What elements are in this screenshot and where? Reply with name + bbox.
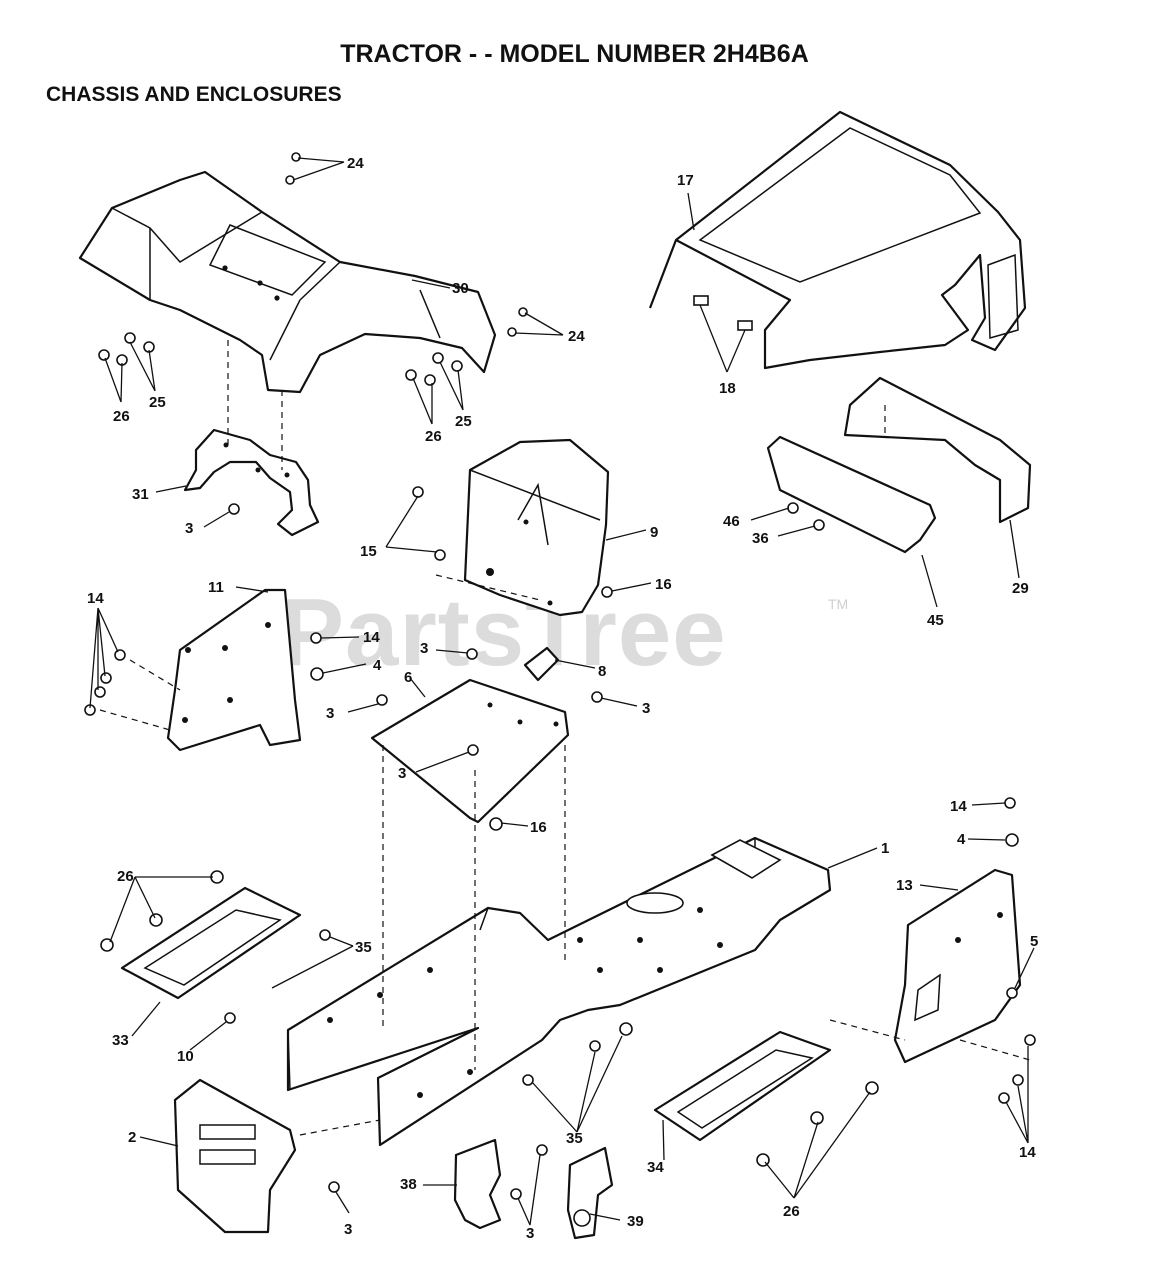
callout-1: 1 — [881, 840, 889, 857]
callout-3: 3 — [526, 1225, 534, 1242]
callout-38: 38 — [400, 1176, 417, 1193]
callout-31: 31 — [132, 486, 149, 503]
fasteners — [84, 152, 1036, 1200]
callout-4: 4 — [373, 657, 382, 674]
part-13-side-plate — [893, 868, 1022, 1064]
part-39-bracket — [566, 1146, 614, 1240]
callout-8: 8 — [598, 663, 606, 680]
callout-26: 26 — [425, 428, 442, 445]
callout-9: 9 — [650, 524, 658, 541]
part-11-side-plate — [166, 588, 302, 752]
callout-3: 3 — [185, 520, 193, 537]
callout-26: 26 — [783, 1203, 800, 1220]
callout-26: 26 — [113, 408, 130, 425]
callout-3: 3 — [642, 700, 650, 717]
callout-11: 11 — [208, 579, 224, 596]
callout-30: 30 — [452, 280, 469, 297]
callout-14: 14 — [1019, 1144, 1036, 1161]
callout-2: 2 — [128, 1129, 136, 1146]
part-1-frame — [286, 836, 832, 1147]
part-38-bracket — [453, 1138, 502, 1230]
callout-29: 29 — [1012, 580, 1029, 597]
callout-17: 17 — [677, 172, 694, 189]
callout-25: 25 — [149, 394, 166, 411]
callout-3: 3 — [420, 640, 428, 657]
callout-4: 4 — [957, 831, 966, 848]
part-29-panel — [843, 376, 1032, 524]
part-8-clip — [523, 646, 560, 682]
page-title: TRACTOR - - MODEL NUMBER 2H4B6A — [340, 40, 809, 68]
callout-25: 25 — [455, 413, 472, 430]
callout-34: 34 — [647, 1159, 664, 1176]
callout-36: 36 — [752, 530, 769, 547]
part-30-rear-fender — [78, 170, 497, 394]
callout-16: 16 — [655, 576, 672, 593]
callout-14: 14 — [87, 590, 104, 607]
assembly-dashed-lines — [99, 340, 1031, 1136]
leader-lines — [89, 157, 1035, 1226]
callout-6: 6 — [404, 669, 412, 686]
callout-24: 24 — [347, 155, 364, 172]
callout-16: 16 — [530, 819, 547, 836]
part-17-hood — [648, 110, 1027, 370]
callout-24: 24 — [568, 328, 585, 345]
callout-46: 46 — [723, 513, 740, 530]
callout-39: 39 — [627, 1213, 644, 1230]
callout-26: 26 — [117, 868, 134, 885]
watermark-trademark: TM — [828, 596, 849, 612]
callout-labels: 24 30 24 25 26 26 25 17 18 31 3 15 9 16 … — [87, 155, 1038, 1242]
callout-18: 18 — [719, 380, 736, 397]
callout-35: 35 — [355, 939, 372, 956]
callout-14: 14 — [363, 629, 380, 646]
part-34-footrest — [653, 1030, 832, 1142]
callout-3: 3 — [326, 705, 334, 722]
part-31-bracket — [183, 428, 320, 537]
part-2-plate — [173, 1078, 297, 1234]
callout-14: 14 — [950, 798, 967, 815]
callout-3: 3 — [398, 765, 406, 782]
callout-33: 33 — [112, 1032, 129, 1049]
callout-35: 35 — [566, 1130, 583, 1147]
callout-10: 10 — [177, 1048, 194, 1065]
callout-45: 45 — [927, 612, 944, 629]
part-33-footrest — [120, 886, 302, 1000]
part-45-panel — [766, 435, 937, 554]
callout-15: 15 — [360, 543, 377, 560]
callout-3: 3 — [344, 1221, 352, 1238]
callout-5: 5 — [1030, 933, 1038, 950]
section-subtitle: CHASSIS AND ENCLOSURES — [46, 83, 342, 106]
part-9-plate — [463, 438, 610, 617]
callout-13: 13 — [896, 877, 913, 894]
